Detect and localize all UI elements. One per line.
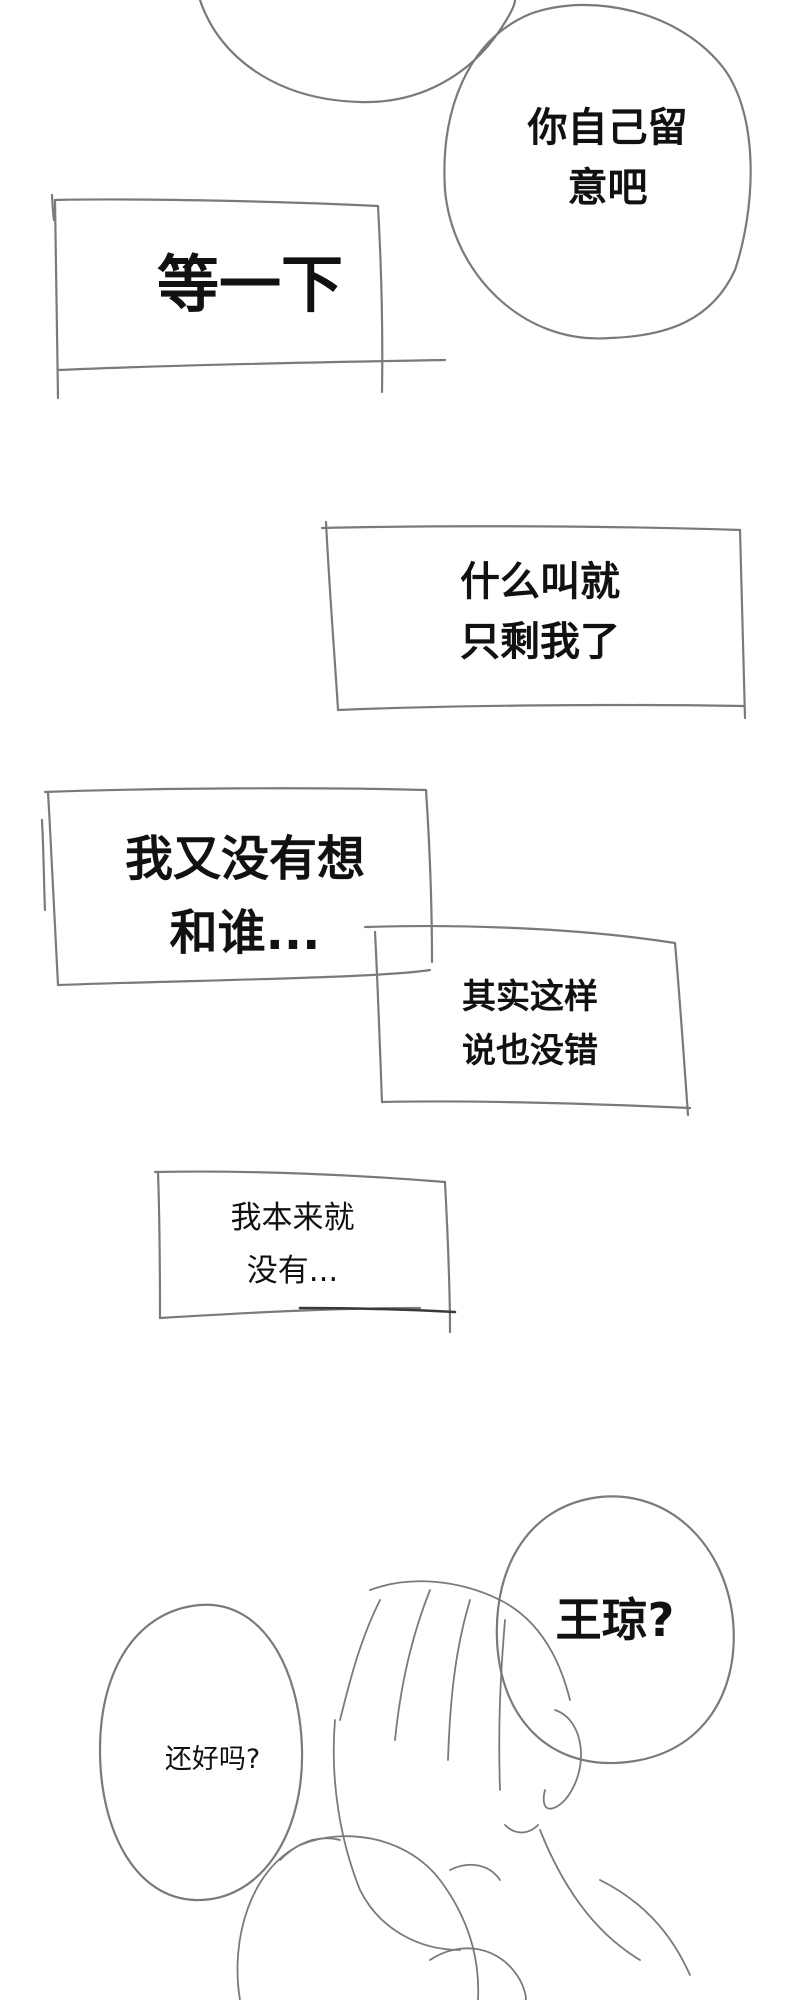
bubble-are-you-ok-outline	[98, 1603, 304, 1902]
box-never-had-dark-stroke	[298, 1306, 457, 1314]
box-wait-outline	[50, 193, 447, 400]
bubble-wang-qiong-text: 王琼?	[555, 1593, 675, 1647]
box-only-me-left-text: 什么叫就 只剩我了	[460, 559, 620, 665]
character-hair-strand	[394, 1589, 431, 1741]
bubble-you-watch-yourself-outline	[443, 3, 752, 340]
partial-bubble-top-outline	[198, 0, 517, 104]
box-actually-right-outline	[363, 924, 692, 1117]
character-hair-strand	[498, 1619, 506, 1791]
character-front-head	[236, 1835, 480, 2000]
box-never-had-text: 我本来就 没有...	[230, 1200, 355, 1289]
character-front-hair	[279, 1837, 341, 1861]
bubble-wang-qiong-outline	[495, 1495, 735, 1765]
character-eye	[504, 1824, 539, 1834]
character-mouth	[449, 1863, 501, 1881]
character-hair-strand	[339, 1599, 381, 1721]
character-neck	[539, 1829, 641, 1961]
character-shoulder	[599, 1879, 691, 1976]
character-hair-strand	[447, 1599, 471, 1761]
box-actually-right-text: 其实这样 说也没错	[462, 977, 598, 1072]
character-shoulder-right	[429, 1947, 527, 2000]
box-not-thinking-of-anyone-text: 我又没有想 和谁...	[124, 831, 365, 962]
bubble-are-you-ok-text: 还好吗?	[164, 1744, 261, 1775]
character-hair-outline	[369, 1580, 571, 1701]
character-head-outline	[332, 1719, 461, 1951]
box-not-thinking-of-anyone-outline	[40, 787, 434, 987]
bubble-you-watch-yourself-text: 你自己留 意吧	[527, 105, 688, 211]
character-ear	[542, 1709, 582, 1810]
character-sketch	[236, 1580, 691, 2000]
box-wait-text: 等一下	[156, 248, 343, 321]
box-only-me-left-outline	[320, 520, 747, 720]
